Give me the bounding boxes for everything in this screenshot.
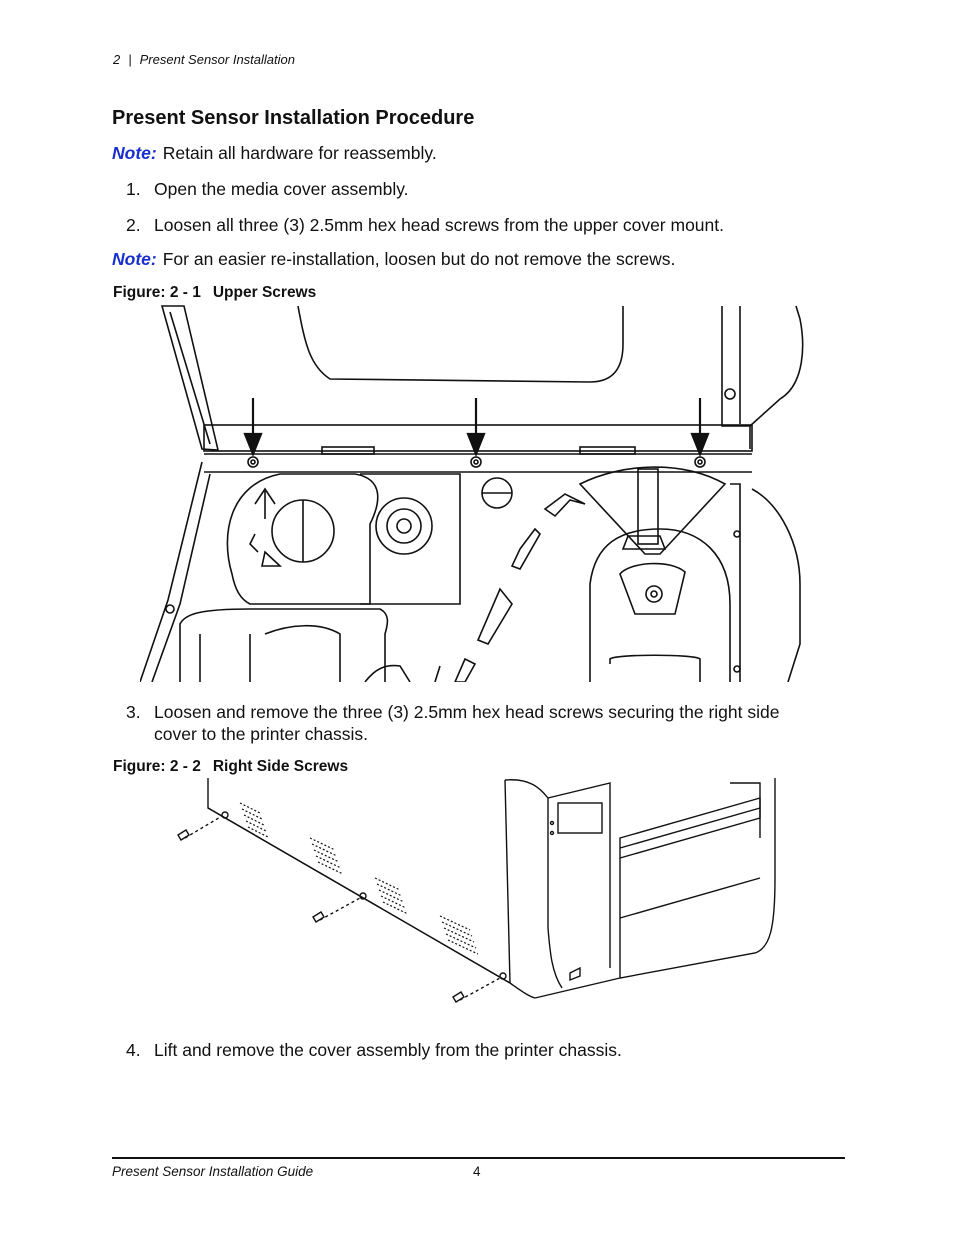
header-section: Present Sensor Installation bbox=[139, 52, 295, 67]
step-text: Loosen and remove the three (3) 2.5mm he… bbox=[154, 702, 780, 744]
step-4: 4. Lift and remove the cover assembly fro… bbox=[126, 1039, 622, 1061]
step-text: Lift and remove the cover assembly from … bbox=[154, 1040, 622, 1060]
header-page-number: 2 bbox=[113, 52, 121, 67]
step-number: 4. bbox=[126, 1040, 141, 1060]
figure-title: Right Side Screws bbox=[212, 758, 349, 775]
upper-screws-figure bbox=[140, 305, 804, 682]
step-text: Open the media cover assembly. bbox=[154, 179, 409, 199]
note-text: Retain all hardware for reassembly. bbox=[162, 143, 437, 163]
step-number: 1. bbox=[126, 179, 141, 199]
page-title: Present Sensor Installation Procedure bbox=[112, 107, 475, 129]
footer-rule bbox=[112, 1157, 845, 1159]
step-text: Loosen all three (3) 2.5mm hex head scre… bbox=[154, 215, 724, 235]
step-1: 1. Open the media cover assembly. bbox=[126, 178, 409, 200]
figure-title: Upper Screws bbox=[212, 284, 317, 301]
note-label: Note: bbox=[112, 249, 157, 269]
note-2: Note:For an easier re-installation, loos… bbox=[112, 249, 675, 270]
running-header: 2 | Present Sensor Installation bbox=[113, 52, 295, 67]
figure-label: Figure: 2 - 2 bbox=[113, 758, 201, 775]
right-side-screws-figure bbox=[177, 778, 776, 1003]
note-1: Note:Retain all hardware for reassembly. bbox=[112, 143, 437, 164]
footer-page-number: 4 bbox=[473, 1164, 481, 1179]
step-3: 3. Loosen and remove the three (3) 2.5mm … bbox=[126, 701, 826, 745]
step-number: 2. bbox=[126, 215, 141, 235]
figure-caption-1: Figure: 2 - 1 Upper Screws bbox=[113, 284, 316, 302]
figure-label: Figure: 2 - 1 bbox=[113, 284, 201, 301]
note-text: For an easier re-installation, loosen bu… bbox=[162, 249, 676, 269]
footer-guide-title: Present Sensor Installation Guide bbox=[112, 1164, 314, 1179]
step-number: 3. bbox=[126, 702, 141, 722]
header-separator: | bbox=[128, 52, 132, 67]
note-label: Note: bbox=[112, 143, 157, 163]
figure-caption-2: Figure: 2 - 2 Right Side Screws bbox=[113, 758, 348, 776]
step-2: 2. Loosen all three (3) 2.5mm hex head sc… bbox=[126, 214, 724, 236]
